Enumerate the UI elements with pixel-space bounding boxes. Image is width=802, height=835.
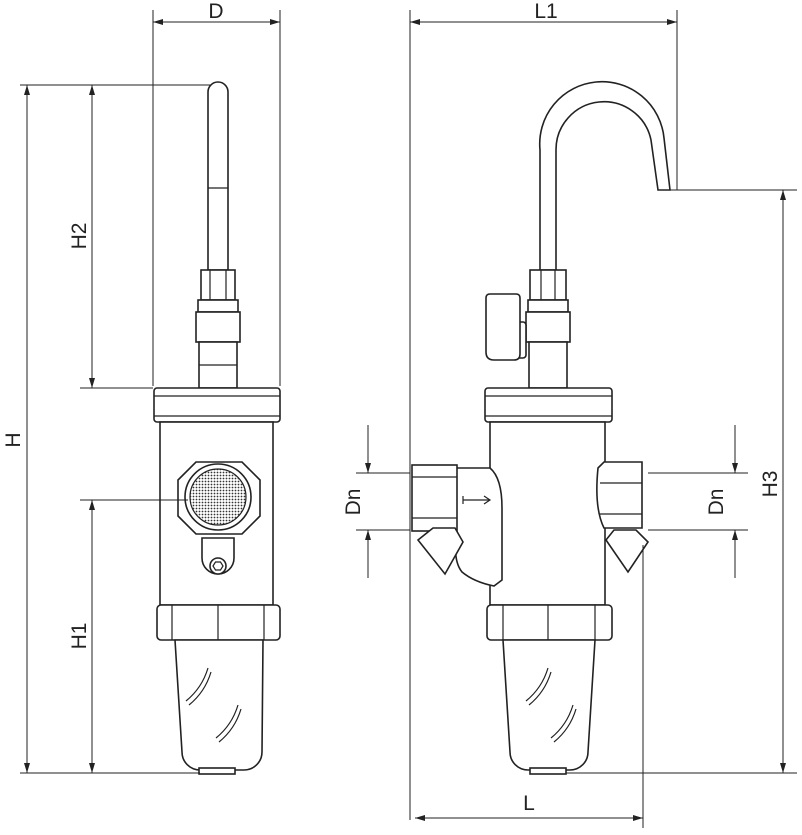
front-view	[411, 80, 671, 775]
label-H1: H1	[68, 623, 91, 650]
filter-bowl	[502, 639, 596, 771]
flow-arrow-icon	[462, 495, 492, 505]
label-L1: L1	[534, 0, 557, 23]
outlet-drain	[605, 529, 650, 574]
valve-fitting	[195, 311, 241, 343]
body	[489, 421, 606, 606]
inlet-port	[411, 464, 458, 532]
gooseneck-tube	[538, 80, 671, 271]
dimension-lines	[20, 10, 797, 828]
inlet-drain	[416, 527, 464, 576]
label-H2: H2	[68, 223, 91, 250]
valve-handle	[485, 293, 521, 361]
outlet-port	[596, 461, 643, 529]
side-view	[153, 81, 281, 775]
dimension-labels: D L1 L H H2 H1 H3 Dn Dn	[2, 0, 782, 815]
label-H: H	[2, 432, 25, 447]
inlet-pocket	[454, 467, 503, 587]
filter-bowl	[174, 639, 264, 771]
top-cap	[153, 387, 281, 423]
label-L: L	[523, 792, 535, 815]
mesh-screen	[189, 468, 247, 526]
label-Dn-right: Dn	[705, 489, 728, 516]
compression-nut	[200, 269, 236, 301]
label-Dn-left: Dn	[342, 489, 365, 516]
label-D: D	[208, 0, 223, 23]
vent-tube	[207, 81, 229, 271]
label-H3: H3	[759, 471, 782, 498]
